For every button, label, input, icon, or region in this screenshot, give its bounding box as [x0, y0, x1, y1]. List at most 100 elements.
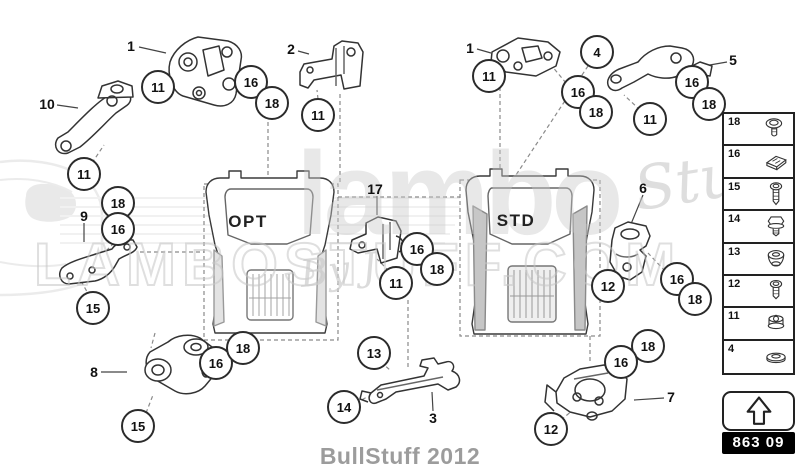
callout-number: 12 [600, 278, 616, 294]
part-number-label: 1 [127, 38, 135, 54]
callout-circle: 16 [101, 212, 135, 246]
callout-circle: 12 [591, 269, 625, 303]
part-number-label: 10 [39, 96, 55, 112]
callout-circle: 18 [692, 87, 726, 121]
callout-circle: 16 [604, 345, 638, 379]
part-number-text: 6 [639, 180, 647, 196]
callout-circle: 11 [301, 98, 335, 132]
callout-number: 18 [687, 291, 703, 307]
part-3-drawing [359, 357, 461, 405]
legend-row: 14 [724, 211, 793, 244]
callout-number: 16 [243, 74, 259, 90]
legend-row: 12 [724, 276, 793, 309]
callout-circle: 18 [226, 331, 260, 365]
page-caption: BullStuff 2012 [319, 443, 481, 469]
callout-number: 16 [208, 355, 224, 371]
callout-number: 4 [593, 44, 601, 60]
legend-part-number: 16 [728, 148, 741, 161]
legend-row: 15 [724, 179, 793, 212]
part-number-label: 3 [429, 410, 437, 426]
callout-circle: 4 [580, 35, 614, 69]
fastener-icon [767, 249, 785, 267]
part-number-label: 1 [466, 40, 474, 56]
callout-number: 15 [130, 418, 146, 434]
callout-number: 11 [643, 111, 657, 127]
legend-part-number: 13 [728, 245, 741, 258]
callout-circle: 14 [327, 390, 361, 424]
callout-number: 11 [151, 79, 165, 95]
part-number-label: 2 [287, 41, 295, 57]
callout-circle: 16 [675, 65, 709, 99]
part-number-text: 17 [367, 181, 383, 197]
legend-row: 11 [724, 308, 793, 341]
callout-number: 16 [613, 354, 629, 370]
callout-circle: 11 [379, 266, 413, 300]
part-number-text: 3 [429, 410, 437, 426]
callout-number: 15 [85, 300, 101, 316]
label-leader-lines [56, 46, 728, 412]
part-number-text: 2 [287, 41, 295, 57]
callout-number: 13 [366, 345, 382, 361]
callout-circle: 18 [255, 86, 289, 120]
page-reference-box [722, 391, 795, 431]
fastener-icon [766, 352, 786, 363]
legend-part-number: 14 [728, 213, 741, 226]
fastener-icon [767, 216, 785, 237]
callout-number: 11 [311, 107, 325, 123]
legend-part-number: 12 [728, 277, 741, 290]
up-arrow-icon [746, 396, 771, 425]
legend-part-number: 18 [728, 116, 741, 128]
part-number-label: 17 [367, 181, 383, 197]
part-number-text: 10 [39, 96, 55, 112]
callout-number: 11 [482, 68, 496, 84]
part-number-text: 5 [729, 52, 737, 68]
fastener-icon [766, 155, 787, 170]
panel-variant-text: OPT [228, 212, 268, 231]
fastener-icon [767, 315, 785, 330]
callout-number: 11 [77, 166, 91, 182]
panel-variant-text: STD [496, 211, 536, 230]
callout-number: 16 [110, 221, 126, 237]
callout-number: 18 [429, 261, 445, 277]
callout-circle: 15 [121, 409, 155, 443]
legend-row: 18 [724, 114, 793, 147]
callout-circle: 16 [400, 232, 434, 266]
callout-circle: 11 [472, 59, 506, 93]
legend-row: 13 [724, 244, 793, 276]
callout-circle: 15 [76, 291, 110, 325]
callout-number: 14 [336, 399, 352, 415]
callout-circle: 11 [141, 70, 175, 104]
part-17-drawing [349, 216, 404, 264]
callout-circle: 11 [633, 102, 667, 136]
part-7-drawing [544, 364, 628, 421]
part-2-drawing [299, 40, 364, 90]
callout-number: 16 [570, 84, 586, 100]
legend-row: 4 [724, 341, 793, 373]
hardware-legend: 18 16 15 14 [722, 112, 795, 454]
panel-variant-label: OPT [228, 212, 267, 232]
fastener-icon [769, 182, 783, 205]
part-5-drawing [606, 45, 713, 92]
callout-number: 18 [264, 95, 280, 111]
callout-number: 11 [389, 275, 403, 291]
callout-number: 18 [235, 340, 251, 356]
callout-number: 18 [110, 195, 126, 211]
callout-number: 12 [543, 421, 559, 437]
hardware-legend-table: 18 16 15 14 [722, 112, 795, 375]
part-number-label: 8 [90, 364, 98, 380]
callout-circle: 18 [420, 252, 454, 286]
callout-circle: 16 [561, 75, 595, 109]
part-number-text: 1 [127, 38, 135, 54]
part-number-text: 1 [466, 40, 474, 56]
part-number-text: 9 [80, 208, 88, 224]
part-10-drawing [54, 80, 134, 155]
panel-variant-label: STD [497, 211, 536, 231]
callout-circle: 12 [534, 412, 568, 446]
part-number-text: 8 [90, 364, 98, 380]
part-9-drawing [59, 239, 138, 285]
fastener-icon [769, 280, 783, 300]
part-number-label: 5 [729, 52, 737, 68]
callout-circle: 18 [678, 282, 712, 316]
